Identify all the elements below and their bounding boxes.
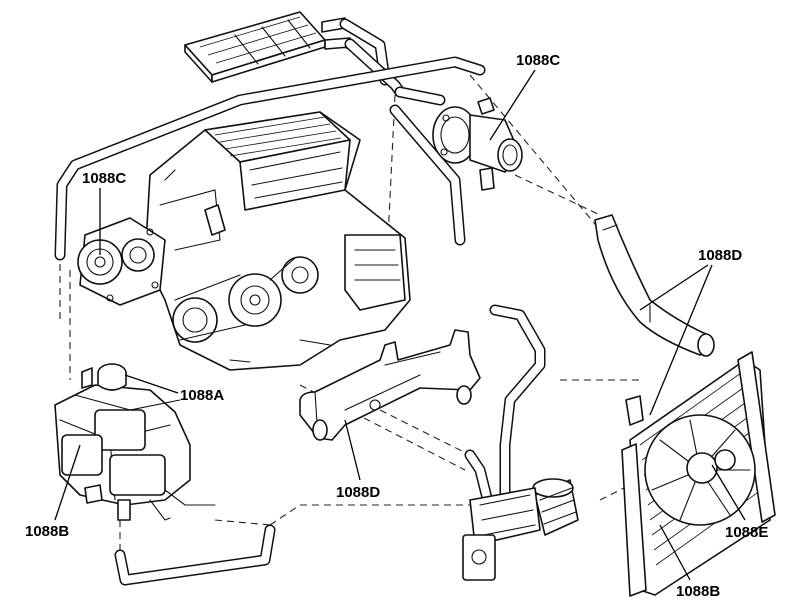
upper-radiator-hose — [594, 214, 715, 357]
callout-label-expansion-tank: 1088B — [25, 523, 69, 540]
callout-label-expansion-tank-cap: 1088A — [180, 387, 224, 404]
expansion-tank — [54, 363, 216, 521]
callout-thermostat: 1088C — [489, 52, 560, 141]
callout-expansion-tank: 1088B — [25, 444, 81, 540]
callout-water-pump: 1088C — [82, 170, 126, 255]
callout-label-water-pump: 1088C — [82, 170, 126, 187]
engine-assembly — [144, 111, 411, 371]
water-pump — [77, 217, 166, 306]
callout-radiator-hoses: 1088D — [639, 247, 742, 416]
callout-expansion-cap: 1088A — [124, 374, 224, 404]
callout-fan-motor: 1088E — [711, 464, 768, 541]
radiator — [621, 351, 776, 597]
callout-label-radiator: 1088B — [676, 583, 720, 600]
callout-lower-hose: 1088D — [336, 419, 380, 501]
thermostat-housing — [432, 97, 523, 191]
callout-label-lower-hose: 1088D — [336, 484, 380, 501]
callout-label-radiator-hoses: 1088D — [698, 247, 742, 264]
lower-coolant-hose — [299, 329, 481, 441]
callout-label-fan-motor: 1088E — [725, 524, 768, 541]
heater-matrix — [184, 11, 351, 83]
callout-radiator: 1088B — [659, 524, 720, 600]
callout-label-thermostat-housing: 1088C — [516, 52, 560, 69]
oil-filter-and-cooler — [462, 478, 579, 581]
heater-hoses — [54, 18, 486, 261]
